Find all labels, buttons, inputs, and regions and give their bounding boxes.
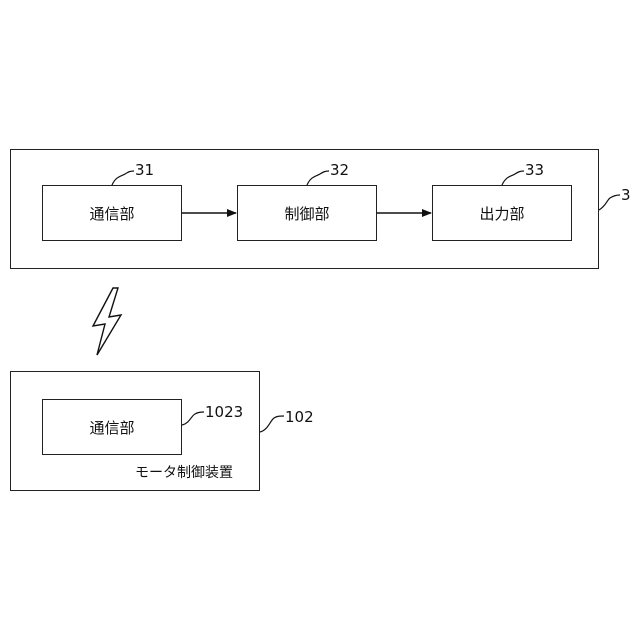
leader-31 xyxy=(112,171,134,185)
leader-1023 xyxy=(182,412,204,425)
leader-32 xyxy=(307,171,329,185)
leader-3 xyxy=(599,195,620,210)
wireless-lightning-icon xyxy=(93,288,121,355)
leader-33 xyxy=(502,171,524,185)
leader-102 xyxy=(260,416,284,432)
